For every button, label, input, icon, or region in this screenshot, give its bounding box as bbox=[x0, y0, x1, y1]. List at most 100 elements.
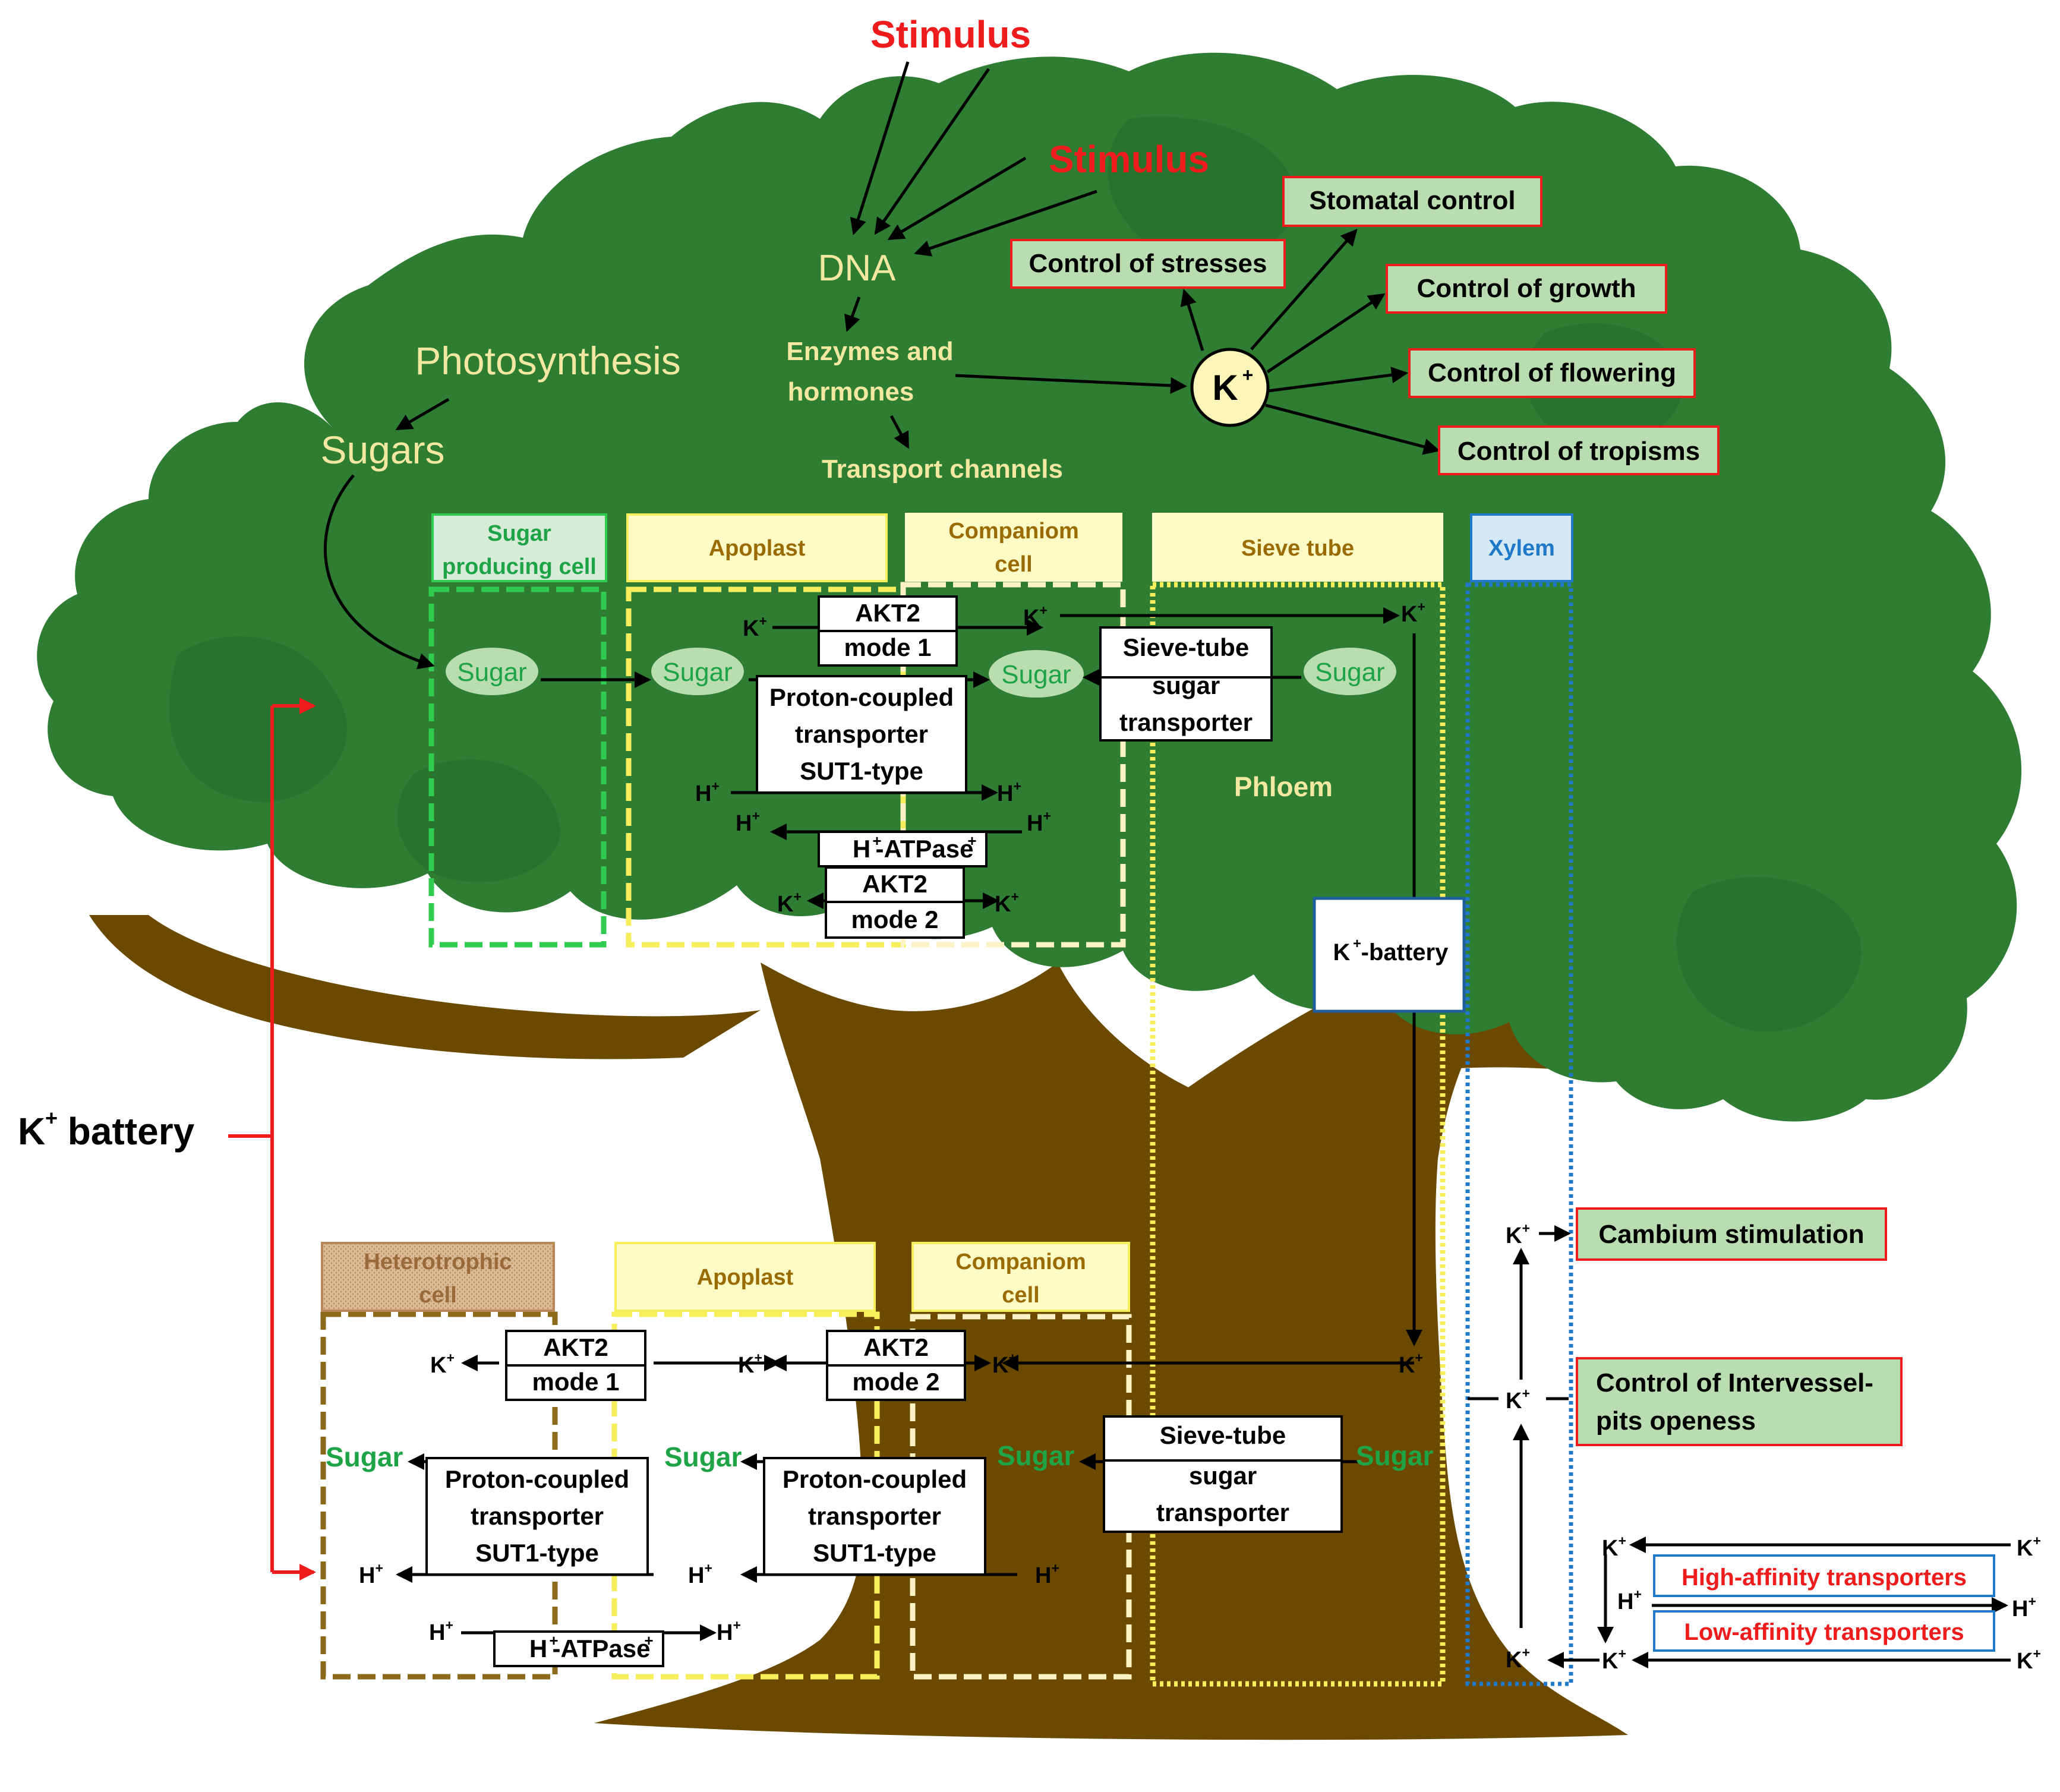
lower-proton-b-2: transporter bbox=[808, 1502, 941, 1530]
xylem-column bbox=[1465, 582, 1573, 1686]
control-stomatal: Stomatal control bbox=[1309, 186, 1515, 215]
upper-sugar-cell-compartment bbox=[428, 586, 607, 948]
intervessel-box-1: Control of Intervessel- bbox=[1596, 1368, 1873, 1397]
k-battery-label-k: K bbox=[18, 1110, 45, 1153]
transport-channels-label: Transport channels bbox=[822, 455, 1063, 484]
k-battery-box-k: K bbox=[1333, 939, 1351, 966]
xylem-k-cambium: K+ bbox=[1506, 1220, 1530, 1248]
lower-atpase-h: H bbox=[529, 1635, 547, 1662]
upper-sieve-2: sugar bbox=[1152, 671, 1220, 699]
lower-k-companion: K+ bbox=[992, 1350, 1017, 1378]
upper-sugar-2: Sugar bbox=[663, 658, 732, 687]
xylem-arrows bbox=[1468, 1225, 2011, 1668]
lower-sieve-1: Sieve-tube bbox=[1160, 1421, 1286, 1449]
k-battery-box-sup: + bbox=[1353, 936, 1361, 952]
lower-proton-a-2: transporter bbox=[471, 1502, 604, 1530]
k-ion-node-label: K bbox=[1212, 368, 1238, 408]
upper-proton-3: SUT1-type bbox=[800, 757, 923, 785]
upper-atpase-sup1: + bbox=[872, 832, 881, 850]
lower-h-atpase-in: H+ bbox=[429, 1617, 453, 1645]
high-affinity-box: High-affinity transporters bbox=[1682, 1564, 1967, 1591]
upper-akt2-mode2-title: AKT2 bbox=[862, 870, 928, 898]
lower-companion-compartment bbox=[910, 1314, 1132, 1680]
upper-proton-1: Proton-coupled bbox=[769, 683, 954, 711]
lower-atpase-sup1: + bbox=[549, 1632, 558, 1649]
header-apoplast-lower: Apoplast bbox=[697, 1265, 794, 1290]
xylem-k-high-in: K+ bbox=[1602, 1533, 1626, 1561]
k-battery-label-text: battery bbox=[57, 1110, 195, 1153]
upper-atpase-sup2: + bbox=[967, 832, 976, 850]
phloem-label: Phloem bbox=[1234, 771, 1333, 802]
lower-sugar-sieve: Sugar bbox=[1356, 1440, 1433, 1471]
sieve-tube-column bbox=[1150, 582, 1446, 1687]
lower-sieve-3: transporter bbox=[1156, 1498, 1289, 1526]
tree-trunk bbox=[594, 963, 1628, 1740]
header-apoplast-upper: Apoplast bbox=[709, 536, 806, 561]
header-companion-lower-2: cell bbox=[1002, 1283, 1039, 1308]
dna-label: DNA bbox=[818, 248, 897, 289]
xylem-k-high-out: K+ bbox=[2017, 1533, 2041, 1561]
lower-headers: Heterotrophic cell Apoplast Companiom ce… bbox=[321, 1242, 1130, 1312]
lower-proton-b-3: SUT1-type bbox=[813, 1539, 936, 1567]
xylem-k-intervessel: K+ bbox=[1506, 1386, 1530, 1414]
control-tropisms: Control of tropisms bbox=[1458, 437, 1700, 466]
upper-atpase-h: H bbox=[853, 835, 870, 863]
lower-sieve-2: sugar bbox=[1189, 1462, 1257, 1490]
control-stresses: Control of stresses bbox=[1029, 249, 1267, 278]
xylem-k-bottom: K+ bbox=[1506, 1645, 1530, 1673]
upper-akt2-mode2-mode: mode 2 bbox=[851, 906, 938, 933]
xylem-k-low-in: K+ bbox=[1602, 1646, 1626, 1674]
upper-sugar-3: Sugar bbox=[1001, 660, 1071, 689]
upper-headers: Sugar producing cell Apoplast Companiom … bbox=[431, 513, 1573, 582]
k-battery-box-text: -battery bbox=[1361, 939, 1449, 966]
top-arrows bbox=[323, 61, 1187, 670]
xylem-k-low-out: K+ bbox=[2017, 1646, 2041, 1674]
k-ion-node bbox=[1190, 348, 1270, 427]
lower-h-atpase-out: H+ bbox=[717, 1617, 741, 1645]
tree-branch-left bbox=[89, 915, 761, 1059]
control-flowering: Control of flowering bbox=[1428, 358, 1676, 387]
lower-akt2-mode1-mode: mode 1 bbox=[532, 1368, 619, 1396]
upper-k-akt2-in: K+ bbox=[743, 613, 767, 641]
lower-proton-a-3: SUT1-type bbox=[475, 1539, 599, 1567]
xylem-h-out: H+ bbox=[2012, 1594, 2036, 1621]
lower-sugar-companion: Sugar bbox=[997, 1440, 1074, 1471]
xylem-boxes: Cambium stimulation Control of Intervess… bbox=[1576, 1207, 1995, 1652]
upper-sugar-ellipses: Sugar Sugar Sugar Sugar bbox=[446, 648, 1396, 698]
lower-akt2-mode2-title: AKT2 bbox=[863, 1333, 929, 1361]
upper-sugar-1: Sugar bbox=[457, 658, 526, 687]
cambium-box: Cambium stimulation bbox=[1598, 1220, 1864, 1249]
header-companion-upper-2: cell bbox=[995, 552, 1032, 577]
intervessel-box-2: pits openess bbox=[1596, 1406, 1756, 1436]
lower-h-hetero: H+ bbox=[359, 1560, 383, 1588]
enzymes-label-1: Enzymes and bbox=[786, 337, 953, 366]
upper-sieve-3: transporter bbox=[1119, 708, 1253, 736]
k-ion-node-sup: + bbox=[1242, 364, 1254, 386]
lower-atpase-sup2: + bbox=[644, 1632, 653, 1649]
lower-sugar-hetero: Sugar bbox=[326, 1441, 403, 1472]
upper-sugar-4: Sugar bbox=[1315, 658, 1384, 687]
k-battery-label-sup: + bbox=[45, 1106, 58, 1130]
upper-atpase-rest: -ATPase bbox=[876, 835, 974, 863]
lower-sugar-apoplast: Sugar bbox=[664, 1441, 742, 1472]
upper-sieve-1: Sieve-tube bbox=[1123, 633, 1249, 661]
control-boxes: Stomatal control Control of stresses Con… bbox=[1010, 176, 1720, 475]
lower-apoplast-compartment bbox=[611, 1311, 880, 1680]
header-hetero-1: Heterotrophic bbox=[364, 1250, 512, 1274]
header-companion-lower-1: Companiom bbox=[955, 1250, 1086, 1274]
lower-akt2-mode1-title: AKT2 bbox=[543, 1333, 608, 1361]
photosynthesis-label: Photosynthesis bbox=[415, 339, 681, 383]
upper-proton-2: transporter bbox=[795, 720, 928, 748]
lower-proton-a-1: Proton-coupled bbox=[445, 1465, 629, 1493]
stimulus-label-2: Stimulus bbox=[1049, 138, 1209, 181]
upper-transporters: AKT2 mode 1 Proton-coupled transporter S… bbox=[756, 595, 1466, 1013]
low-affinity-box: Low-affinity transporters bbox=[1684, 1619, 1964, 1645]
header-companion-upper-1: Companiom bbox=[948, 519, 1079, 544]
upper-akt2-mode1-mode: mode 1 bbox=[844, 633, 931, 661]
enzymes-label-2: hormones bbox=[788, 377, 914, 406]
control-growth: Control of growth bbox=[1417, 274, 1636, 303]
header-xylem: Xylem bbox=[1488, 536, 1555, 561]
lower-k-apoplast: K+ bbox=[738, 1350, 762, 1378]
